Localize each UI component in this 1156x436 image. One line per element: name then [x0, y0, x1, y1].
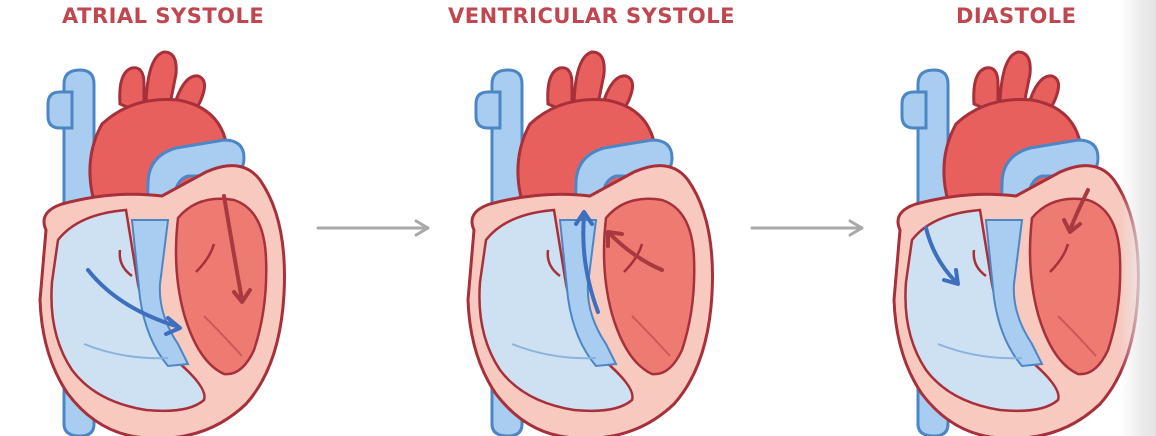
diastole-title: DIASTOLE	[956, 4, 1077, 28]
ventricular-systole-heart	[466, 50, 714, 436]
flow-arrow-left-side	[222, 194, 244, 302]
flow-arrow-up-blue	[581, 214, 600, 314]
page-edge-shadow	[1120, 0, 1156, 436]
flow-arrow-right-side	[86, 268, 178, 328]
flow-arrow-down-red	[1068, 188, 1090, 232]
right-arrow-icon	[750, 219, 864, 237]
atrial-systole-heart	[38, 50, 286, 436]
atrial-systole-title: ATRIAL SYSTOLE	[62, 4, 265, 28]
diastole-heart	[892, 50, 1140, 436]
flow-arrow-up-red	[608, 232, 664, 272]
ventricular-systole-title: VENTRICULAR SYSTOLE	[448, 4, 735, 28]
flow-arrow-down-blue	[924, 226, 958, 284]
right-arrow-icon	[316, 219, 430, 237]
